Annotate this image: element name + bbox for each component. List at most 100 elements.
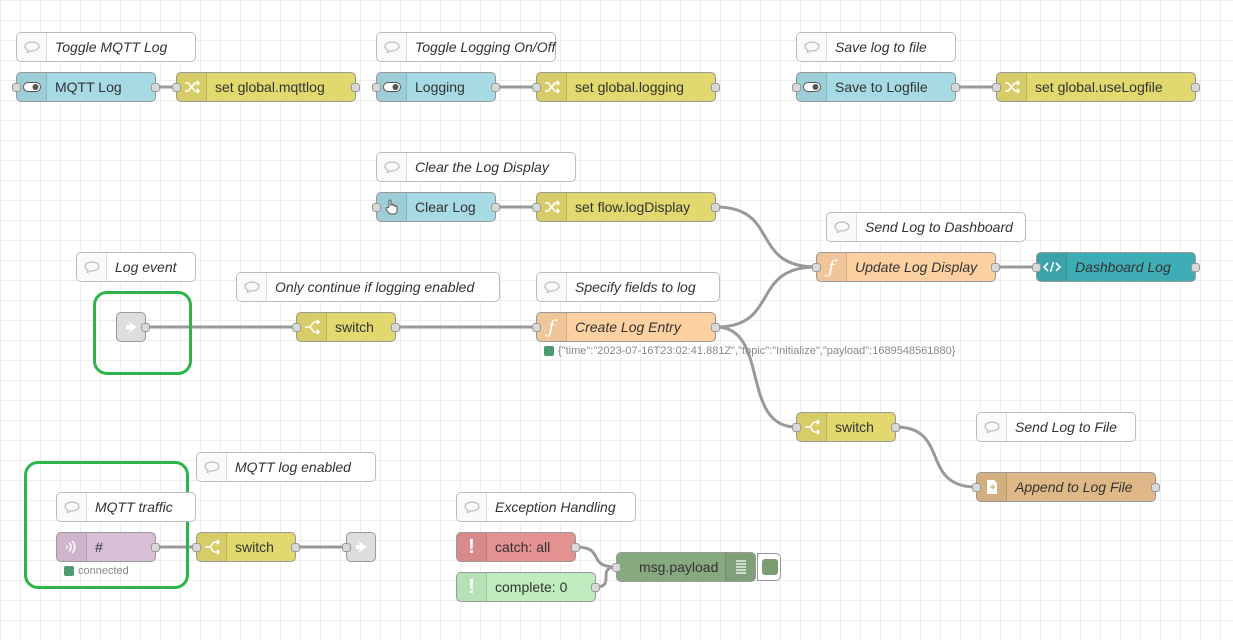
- node-label: catch: all: [495, 539, 551, 555]
- output-port[interactable]: [591, 583, 600, 592]
- output-port[interactable]: [891, 423, 900, 432]
- update-log-display-node[interactable]: ƒ Update Log Display: [812, 252, 1000, 282]
- output-port[interactable]: [571, 543, 580, 552]
- shuffle-icon: [537, 193, 567, 221]
- output-port[interactable]: [951, 83, 960, 92]
- comment-label: Specify fields to log: [575, 279, 696, 295]
- input-port[interactable]: [792, 83, 801, 92]
- switch-logging-enabled-node[interactable]: switch: [292, 312, 400, 342]
- comment-icon: [77, 253, 107, 281]
- output-port[interactable]: [291, 543, 300, 552]
- link-out-node[interactable]: [342, 532, 376, 562]
- input-port[interactable]: [372, 203, 381, 212]
- comment-label: Toggle Logging On/Off: [415, 39, 556, 55]
- node-label: switch: [235, 539, 274, 555]
- link-icon: [117, 313, 147, 341]
- switch-icon: [297, 313, 327, 341]
- node-label: msg.payload: [639, 559, 719, 575]
- comment-exception-handling[interactable]: Exception Handling: [456, 492, 636, 522]
- comment-clear-log-display[interactable]: Clear the Log Display: [376, 152, 576, 182]
- hand-pointer-icon: [377, 193, 407, 221]
- output-port[interactable]: [151, 83, 160, 92]
- set-global-mqttlog-node[interactable]: set global.mqttlog: [172, 72, 360, 102]
- set-global-uselogfile-node[interactable]: set global.useLogfile: [992, 72, 1200, 102]
- node-label: complete: 0: [495, 579, 568, 595]
- input-port[interactable]: [812, 263, 821, 272]
- save-to-logfile-toggle-node[interactable]: Save to Logfile: [792, 72, 960, 102]
- output-port[interactable]: [491, 83, 500, 92]
- comment-icon: [977, 413, 1007, 441]
- switch-use-logfile-node[interactable]: switch: [792, 412, 900, 442]
- output-port[interactable]: [391, 323, 400, 332]
- input-port[interactable]: [1032, 263, 1041, 272]
- catch-all-node[interactable]: ! catch: all: [456, 532, 580, 562]
- input-port[interactable]: [292, 323, 301, 332]
- mqtt-in-node[interactable]: #: [56, 532, 160, 562]
- complete-node[interactable]: ! complete: 0: [456, 572, 600, 602]
- link-in-highlight: [93, 291, 192, 375]
- input-port[interactable]: [792, 423, 801, 432]
- input-port[interactable]: [532, 83, 541, 92]
- debug-toggle-indicator: [762, 559, 778, 575]
- output-port[interactable]: [351, 83, 360, 92]
- create-log-entry-node[interactable]: ƒ Create Log Entry: [532, 312, 720, 342]
- link-in-node[interactable]: [116, 312, 150, 342]
- clear-log-button-node[interactable]: Clear Log: [372, 192, 500, 222]
- input-port[interactable]: [372, 83, 381, 92]
- output-port[interactable]: [711, 203, 720, 212]
- debug-toggle-button[interactable]: [757, 553, 781, 581]
- shuffle-icon: [177, 73, 207, 101]
- comment-label: Clear the Log Display: [415, 159, 549, 175]
- comment-save-log[interactable]: Save log to file: [796, 32, 956, 62]
- comment-only-continue[interactable]: Only continue if logging enabled: [236, 272, 500, 302]
- input-port[interactable]: [612, 563, 621, 572]
- input-port[interactable]: [532, 203, 541, 212]
- output-port[interactable]: [991, 263, 1000, 272]
- comment-icon: [377, 153, 407, 181]
- input-port[interactable]: [992, 83, 1001, 92]
- comment-specify-fields[interactable]: Specify fields to log: [536, 272, 720, 302]
- logging-toggle-node[interactable]: Logging: [372, 72, 500, 102]
- shuffle-icon: [997, 73, 1027, 101]
- comment-log-event[interactable]: Log event: [76, 252, 196, 282]
- comment-toggle-logging[interactable]: Toggle Logging On/Off: [376, 32, 556, 62]
- comment-toggle-mqtt-log[interactable]: Toggle MQTT Log: [16, 32, 196, 62]
- comment-mqtt-log-enabled[interactable]: MQTT log enabled: [196, 452, 376, 482]
- input-port[interactable]: [532, 323, 541, 332]
- node-label: Save to Logfile: [835, 79, 928, 95]
- mqtt-log-toggle-node[interactable]: MQTT Log: [12, 72, 160, 102]
- debug-msg-payload-node[interactable]: msg.payload: [612, 552, 756, 582]
- node-label: set flow.logDisplay: [575, 199, 691, 215]
- comment-send-log-file[interactable]: Send Log to File: [976, 412, 1136, 442]
- comment-icon: [57, 493, 87, 521]
- switch-mqtt-enabled-node[interactable]: switch: [192, 532, 300, 562]
- node-label: set global.useLogfile: [1035, 79, 1163, 95]
- input-port[interactable]: [192, 543, 201, 552]
- output-port[interactable]: [1191, 263, 1200, 272]
- input-port[interactable]: [972, 483, 981, 492]
- file-icon: [977, 473, 1007, 501]
- output-port[interactable]: [151, 543, 160, 552]
- node-label: Append to Log File: [1015, 479, 1133, 495]
- output-port[interactable]: [1151, 483, 1160, 492]
- input-port[interactable]: [12, 83, 21, 92]
- set-global-logging-node[interactable]: set global.logging: [532, 72, 720, 102]
- comment-icon: [457, 493, 487, 521]
- output-port[interactable]: [141, 323, 150, 332]
- dashboard-log-node[interactable]: Dashboard Log: [1032, 252, 1200, 282]
- input-port[interactable]: [342, 543, 351, 552]
- node-label: Create Log Entry: [575, 319, 681, 335]
- output-port[interactable]: [711, 83, 720, 92]
- output-port[interactable]: [1191, 83, 1200, 92]
- comment-icon: [237, 273, 267, 301]
- comment-label: Exception Handling: [495, 499, 616, 515]
- comment-send-log-dashboard[interactable]: Send Log to Dashboard: [826, 212, 1026, 242]
- append-log-file-node[interactable]: Append to Log File: [972, 472, 1160, 502]
- output-port[interactable]: [711, 323, 720, 332]
- output-port[interactable]: [491, 203, 500, 212]
- exclamation-icon: !: [457, 573, 487, 601]
- mqtt-highlight: [24, 461, 189, 589]
- set-flow-logdisplay-node[interactable]: set flow.logDisplay: [532, 192, 720, 222]
- input-port[interactable]: [172, 83, 181, 92]
- comment-mqtt-traffic[interactable]: MQTT traffic: [56, 492, 196, 522]
